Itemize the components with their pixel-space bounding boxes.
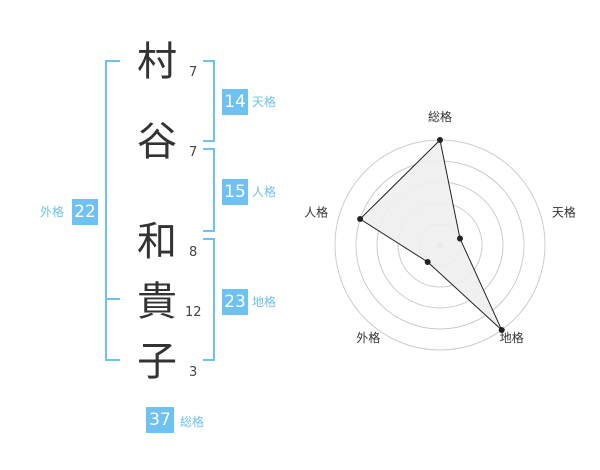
stroke-count-2: 7 [189,145,198,160]
radar-axis-label: 人格 [304,205,328,220]
gaikaku-value: 22 [72,199,98,225]
radar-point-4 [424,258,431,265]
gaikaku-label: 外格 [40,205,65,219]
radar-point-3 [498,326,505,333]
stroke-count-4: 12 [185,305,202,320]
name-char-1: 村 [137,39,177,85]
gaikaku-bracket-tick [107,298,120,300]
radar-axis-label: 地格 [500,330,524,345]
radar-point-5 [357,216,364,223]
radar-point-1 [437,137,443,143]
radar-axis-label: 外格 [356,330,380,345]
radar-point-2 [456,235,463,242]
chikaku-value: 23 [222,289,248,315]
chikaku-bracket [203,238,215,361]
radar-area [359,138,503,331]
stroke-count-3: 8 [189,245,198,260]
tenkaku-label: 天格 [252,95,277,109]
chikaku-label: 地格 [252,295,277,309]
name-char-4: 貴 [137,279,177,325]
radar-axis-label: 天格 [552,205,576,220]
soukaku-value: 37 [146,407,174,433]
soukaku-label: 総格 [180,415,205,429]
jinkaku-bracket [203,148,215,232]
tenkaku-value: 14 [222,89,248,115]
name-char-5: 子 [137,339,177,385]
jinkaku-value: 15 [222,179,248,205]
stroke-count-1: 7 [189,65,198,80]
stroke-count-5: 3 [189,365,198,380]
name-char-2: 谷 [137,119,177,165]
jinkaku-label: 人格 [252,185,277,199]
tenkaku-bracket [203,60,215,142]
name-char-3: 和 [137,219,177,265]
radar-axis-label: 総格 [428,109,452,124]
gaikaku-bracket [105,60,120,361]
